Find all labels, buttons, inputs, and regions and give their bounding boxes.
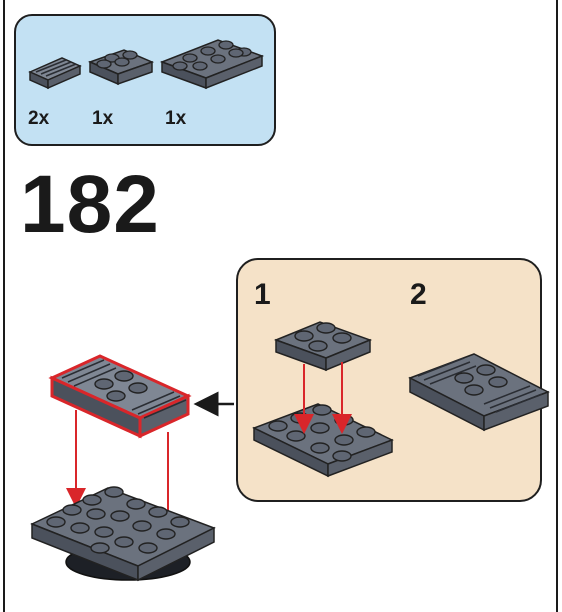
page-border-right — [556, 0, 558, 612]
step-number: 182 — [20, 159, 160, 250]
part-quantity: 1x — [92, 108, 114, 129]
base-plate-4x4-icon — [30, 486, 216, 582]
plate-2x4-with-grille-tiles-icon — [408, 353, 550, 432]
plate-2x2-icon — [273, 321, 373, 372]
plate-2x4-icon — [252, 403, 394, 478]
substep-number: 1 — [254, 278, 271, 311]
plate-2x2-icon — [87, 49, 155, 86]
grille-tile-1x2-icon — [28, 57, 82, 90]
part-quantity: 2x — [28, 108, 50, 129]
highlighted-subassembly-icon — [48, 354, 192, 439]
plate-2x4-icon — [159, 39, 265, 90]
substep-number: 2 — [410, 278, 427, 311]
part-quantity: 1x — [165, 108, 187, 129]
page-border-left — [3, 0, 5, 612]
